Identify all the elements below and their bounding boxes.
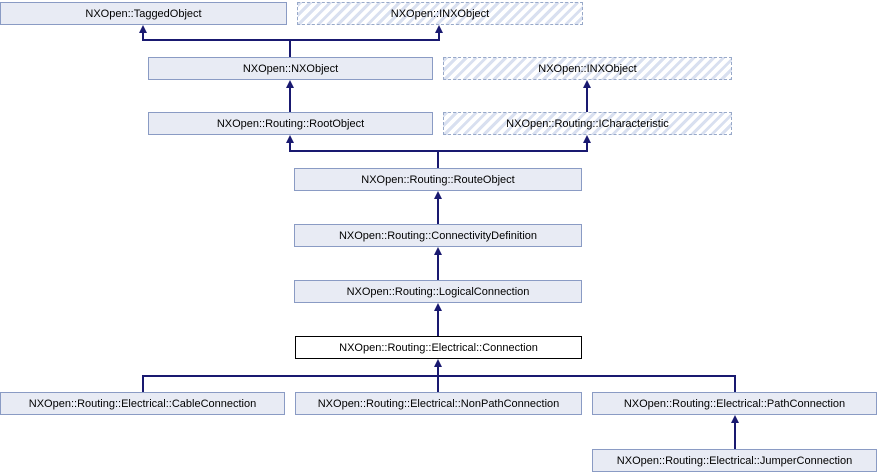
- class-node-jumperconnection[interactable]: NXOpen::Routing::Electrical::JumperConne…: [592, 449, 877, 472]
- class-node-connectivitydefinition[interactable]: NXOpen::Routing::ConnectivityDefinition: [294, 224, 582, 247]
- class-node-inxobject[interactable]: NXOpen::INXObject: [443, 57, 732, 80]
- arrowhead: [286, 135, 294, 143]
- edge-line: [142, 39, 440, 41]
- arrowhead: [139, 25, 147, 33]
- arrowhead: [434, 247, 442, 255]
- edge-line: [586, 87, 588, 112]
- edge-line: [437, 310, 439, 336]
- edge-line: [437, 151, 439, 168]
- edge-line: [289, 87, 291, 112]
- edge-line: [142, 31, 144, 40]
- class-node-logicalconnection[interactable]: NXOpen::Routing::LogicalConnection: [294, 280, 582, 303]
- class-node-connection-current: NXOpen::Routing::Electrical::Connection: [295, 336, 582, 359]
- arrowhead: [434, 359, 442, 367]
- edge-line: [289, 40, 291, 58]
- edge-line: [142, 375, 736, 377]
- edge-line: [734, 422, 736, 449]
- arrowhead: [435, 25, 443, 33]
- class-node-inxobject-base[interactable]: NXOpen::INXObject: [297, 2, 583, 25]
- edge-line: [142, 377, 144, 392]
- edge-line: [437, 377, 439, 392]
- edge-line: [586, 142, 588, 151]
- edge-line: [289, 142, 291, 151]
- class-node-pathconnection[interactable]: NXOpen::Routing::Electrical::PathConnect…: [592, 392, 877, 415]
- class-node-nonpathconnection[interactable]: NXOpen::Routing::Electrical::NonPathConn…: [295, 392, 582, 415]
- class-node-routeobject[interactable]: NXOpen::Routing::RouteObject: [294, 168, 582, 191]
- arrowhead: [583, 135, 591, 143]
- class-node-taggedobject[interactable]: NXOpen::TaggedObject: [0, 2, 287, 25]
- edge-line: [734, 377, 736, 392]
- arrowhead: [434, 303, 442, 311]
- edge-line: [437, 254, 439, 280]
- edge-line: [437, 366, 439, 376]
- edge-line: [437, 198, 439, 224]
- class-node-rootobject[interactable]: NXOpen::Routing::RootObject: [148, 112, 433, 135]
- arrowhead: [731, 415, 739, 423]
- arrowhead: [434, 191, 442, 199]
- edge-line: [438, 31, 440, 40]
- class-node-nxobject[interactable]: NXOpen::NXObject: [148, 57, 433, 80]
- arrowhead: [583, 80, 591, 88]
- class-node-cableconnection[interactable]: NXOpen::Routing::Electrical::CableConnec…: [0, 392, 285, 415]
- class-node-icharacteristic[interactable]: NXOpen::Routing::ICharacteristic: [443, 112, 732, 135]
- arrowhead: [286, 80, 294, 88]
